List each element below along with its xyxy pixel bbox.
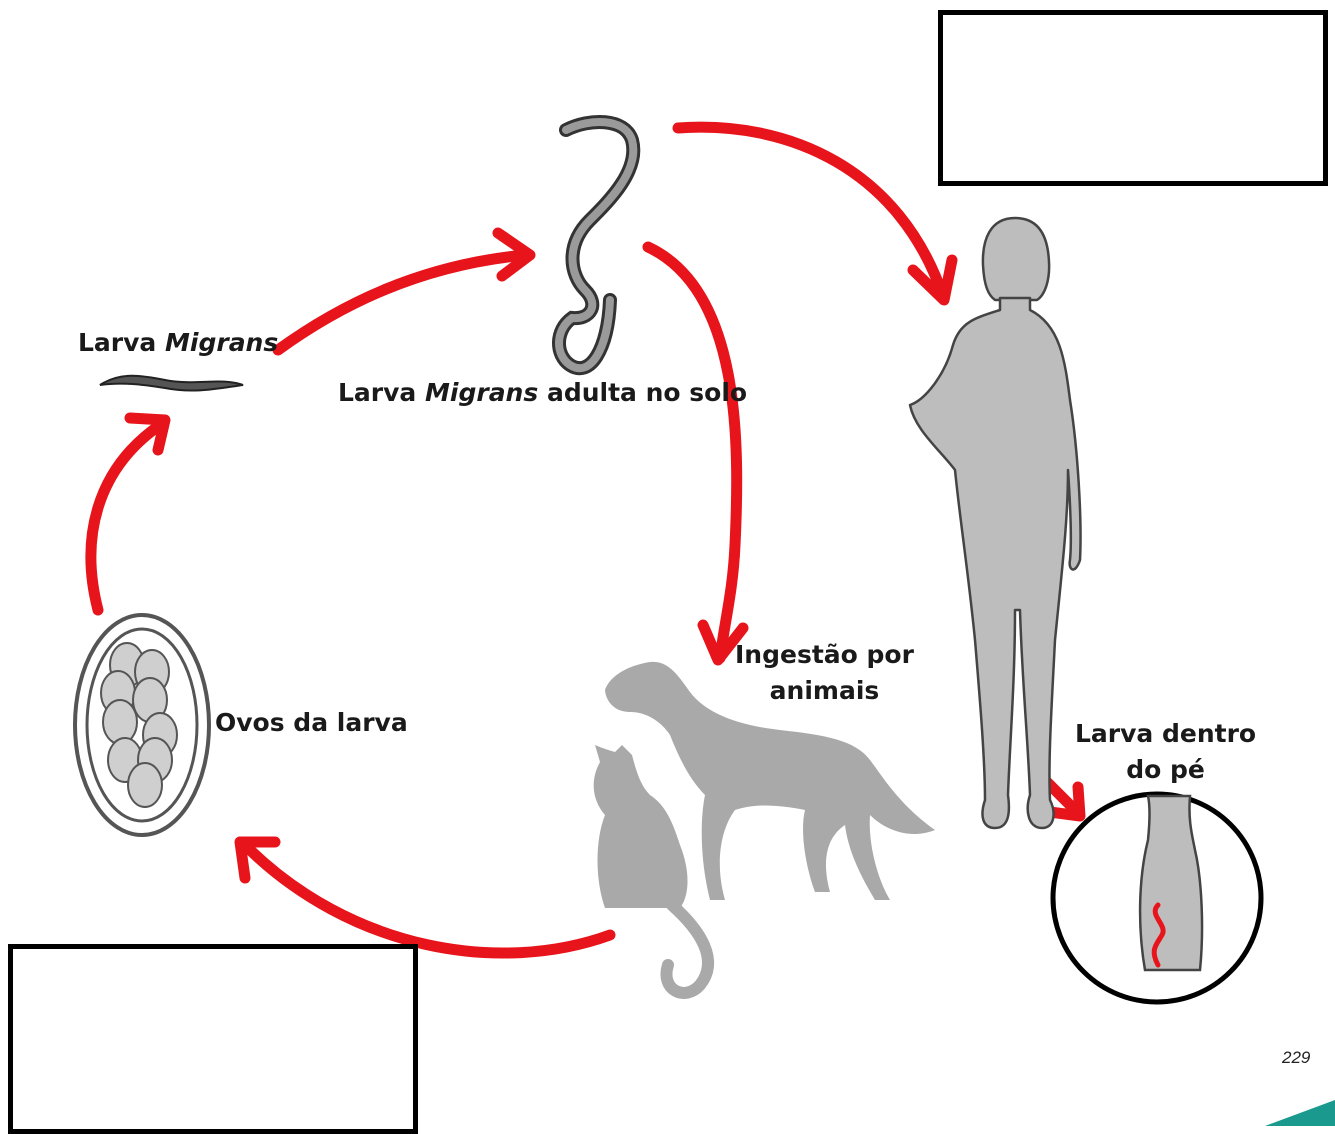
egg-icon	[75, 615, 209, 835]
label-eggs: Ovos da larva	[215, 708, 408, 737]
label-ingestion: Ingestão por animais	[735, 637, 914, 709]
human-silhouette	[910, 218, 1081, 828]
adult-worm-icon	[559, 122, 633, 368]
animals-silhouette	[594, 662, 935, 993]
cat-silhouette	[594, 745, 688, 908]
arrow-animals-to-eggs	[245, 845, 610, 953]
label-foot: Larva dentro do pé	[1075, 716, 1256, 788]
arrow-adult-to-human	[678, 127, 943, 296]
foot-detail	[1053, 794, 1261, 1002]
answer-box-top-right[interactable]	[938, 10, 1328, 186]
label-adult-larva: Larva Migrans adulta no solo	[338, 378, 747, 407]
small-larva-icon	[100, 376, 243, 391]
corner-accent	[1265, 1100, 1335, 1126]
page-number: 229	[1282, 1048, 1310, 1068]
label-larva-migrans: Larva Migrans	[78, 328, 278, 357]
arrow-larva-to-adult	[278, 255, 525, 350]
arrow-eggs-to-larva	[91, 425, 160, 610]
arrow-adult-to-animals	[648, 247, 737, 658]
cat-tail	[666, 905, 708, 993]
answer-box-bottom-left[interactable]	[8, 944, 418, 1134]
